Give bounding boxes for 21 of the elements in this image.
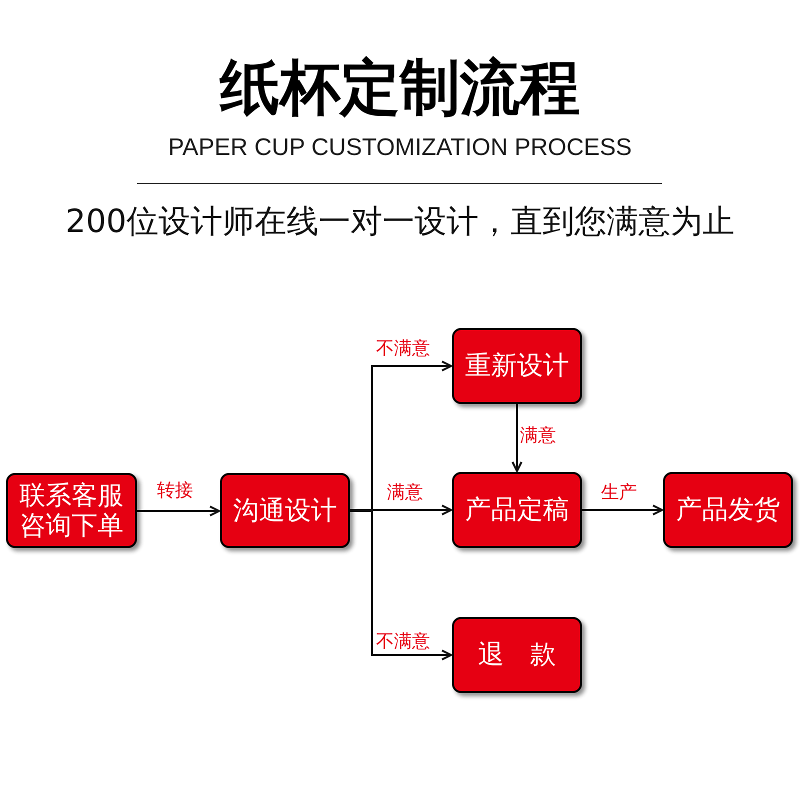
process-box: [452, 328, 582, 404]
connector-arrow: [137, 506, 220, 516]
box-label: 退 款: [478, 640, 556, 670]
process-box: [452, 472, 582, 548]
box-label: 沟通设计: [233, 496, 337, 526]
connector-arrow: [350, 504, 452, 516]
edge-label: 转接: [156, 480, 194, 502]
box-label: 产品发货: [676, 495, 780, 525]
process-box: [6, 473, 137, 548]
tagline: 200位设计师在线一对一设计，直到您满意为止: [64, 201, 736, 241]
process-box: [663, 472, 793, 548]
subtitle: PAPER CUP CUSTOMIZATION PROCESS: [167, 134, 633, 162]
box-label: 联系客服咨询下单: [18, 480, 124, 540]
box-label: 产品定稿: [465, 495, 569, 525]
connector-arrow: [512, 404, 522, 472]
connector-arrow: [582, 504, 663, 516]
process-box: [220, 473, 350, 548]
title: 纸杯定制流程: [218, 52, 581, 124]
process-box: [452, 617, 582, 693]
connector-arrow: [350, 510, 452, 660]
box-label: 重新设计: [465, 351, 569, 381]
